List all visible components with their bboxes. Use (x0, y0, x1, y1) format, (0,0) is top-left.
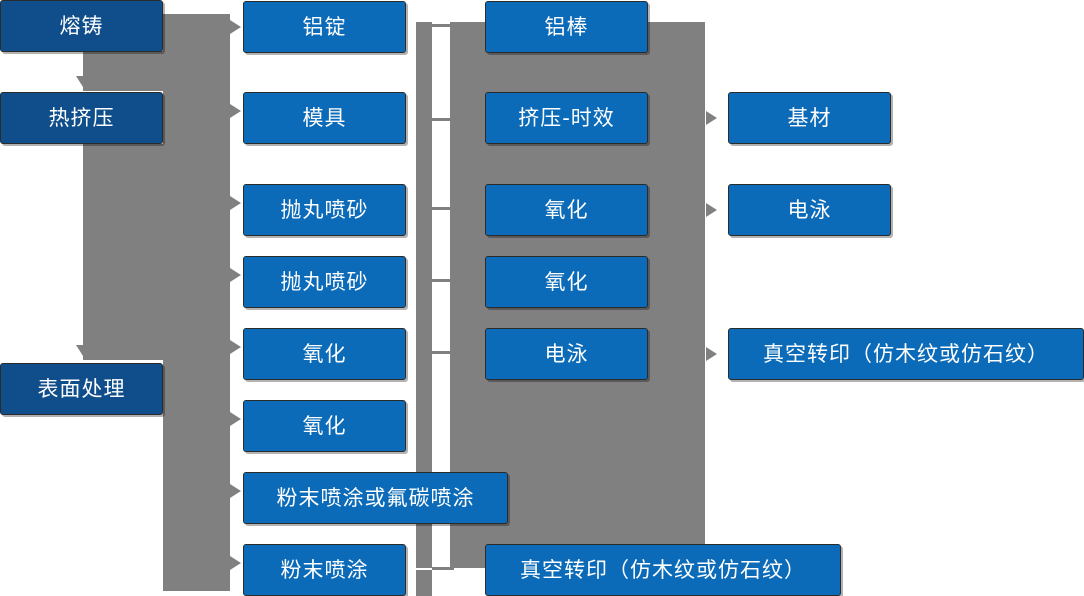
output-label-electrophoresis: 电泳 (787, 197, 832, 222)
input-label-mold: 模具 (302, 105, 347, 130)
arrow-to-output-1 (706, 111, 717, 125)
stage-label-hot-extrusion: 热挤压 (48, 105, 115, 130)
input-box-powder-coating[interactable]: 粉末喷涂 (243, 544, 406, 596)
input-box-shot-blasting-1[interactable]: 抛丸喷砂 (243, 184, 406, 236)
input-label-powder-coating: 粉末喷涂 (280, 557, 369, 582)
arrow-to-input-5 (230, 340, 241, 354)
connector-stage-vertical-bottom (83, 144, 163, 360)
process-label-aluminum-bar: 铝棒 (544, 14, 589, 39)
input-box-powder-or-fluorocarbon[interactable]: 粉末喷涂或氟碳喷涂 (243, 472, 508, 524)
arrow-to-output-2 (706, 203, 717, 217)
arrow-to-output-3 (706, 347, 717, 361)
connector-surface-treatment-stub (163, 387, 181, 390)
input-label-aluminum-ingot: 铝锭 (302, 14, 347, 39)
connector-stage-to-inputs-band (163, 14, 230, 591)
input-box-aluminum-ingot[interactable]: 铝锭 (243, 1, 406, 53)
process-box-oxidation-2[interactable]: 氧化 (485, 256, 648, 308)
arrow-to-input-4 (230, 268, 241, 282)
arrow-to-input-8 (230, 556, 241, 570)
input-label-oxidation-1: 氧化 (302, 341, 347, 366)
bracket-tick-2 (432, 118, 454, 121)
arrow-to-input-3 (230, 196, 241, 210)
input-label-shot-blasting-1: 抛丸喷砂 (280, 197, 369, 222)
process-label-extrusion-aging: 挤压-时效 (518, 105, 615, 130)
process-box-extrusion-aging[interactable]: 挤压-时效 (485, 92, 648, 144)
output-box-vacuum-transfer[interactable]: 真空转印（仿木纹或仿石纹） (728, 328, 1084, 380)
connector-stage-arrow-down-2 (76, 345, 90, 356)
process-label-electrophoresis: 电泳 (544, 341, 589, 366)
bracket-tick-1 (432, 24, 454, 27)
process-box-vacuum-transfer[interactable]: 真空转印（仿木纹或仿石纹） (485, 544, 841, 596)
connector-stage-arrow-down-1 (76, 76, 90, 87)
stage-box-hot-extrusion[interactable]: 热挤压 (0, 92, 163, 144)
arrow-to-input-6 (230, 412, 241, 426)
process-box-aluminum-bar[interactable]: 铝棒 (485, 1, 648, 53)
input-box-shot-blasting-2[interactable]: 抛丸喷砂 (243, 256, 406, 308)
process-label-oxidation-1: 氧化 (544, 197, 589, 222)
output-box-electrophoresis[interactable]: 电泳 (728, 184, 891, 236)
output-box-substrate[interactable]: 基材 (728, 92, 891, 144)
arrow-to-input-1 (230, 20, 241, 34)
connector-inputs-bracket-spine (416, 22, 432, 568)
process-box-electrophoresis[interactable]: 电泳 (485, 328, 648, 380)
arrow-to-input-7 (230, 484, 241, 498)
input-label-shot-blasting-2: 抛丸喷砂 (280, 269, 369, 294)
bracket-tick-3 (432, 207, 454, 210)
bracket-tick-6 (432, 567, 454, 570)
stage-label-surface-treatment: 表面处理 (37, 376, 126, 401)
stage-label-melt-cast: 熔铸 (59, 13, 104, 38)
process-label-oxidation-2: 氧化 (544, 269, 589, 294)
input-label-powder-or-fluorocarbon: 粉末喷涂或氟碳喷涂 (276, 485, 475, 510)
process-box-oxidation-1[interactable]: 氧化 (485, 184, 648, 236)
input-box-oxidation-1[interactable]: 氧化 (243, 328, 406, 380)
stage-box-melt-cast[interactable]: 熔铸 (0, 0, 163, 52)
output-label-substrate: 基材 (787, 105, 832, 130)
input-label-oxidation-2: 氧化 (302, 413, 347, 438)
arrow-to-input-2 (230, 104, 241, 118)
output-label-vacuum-transfer: 真空转印（仿木纹或仿石纹） (763, 341, 1049, 366)
connector-stage-vertical-top (83, 51, 163, 91)
bracket-tick-4 (432, 279, 454, 282)
stage-box-surface-treatment[interactable]: 表面处理 (0, 363, 163, 415)
process-label-vacuum-transfer: 真空转印（仿木纹或仿石纹） (520, 557, 806, 582)
input-box-oxidation-2[interactable]: 氧化 (243, 400, 406, 452)
input-box-mold[interactable]: 模具 (243, 92, 406, 144)
connector-inputs-bracket-tail (416, 570, 432, 596)
bracket-tick-5 (432, 351, 454, 354)
